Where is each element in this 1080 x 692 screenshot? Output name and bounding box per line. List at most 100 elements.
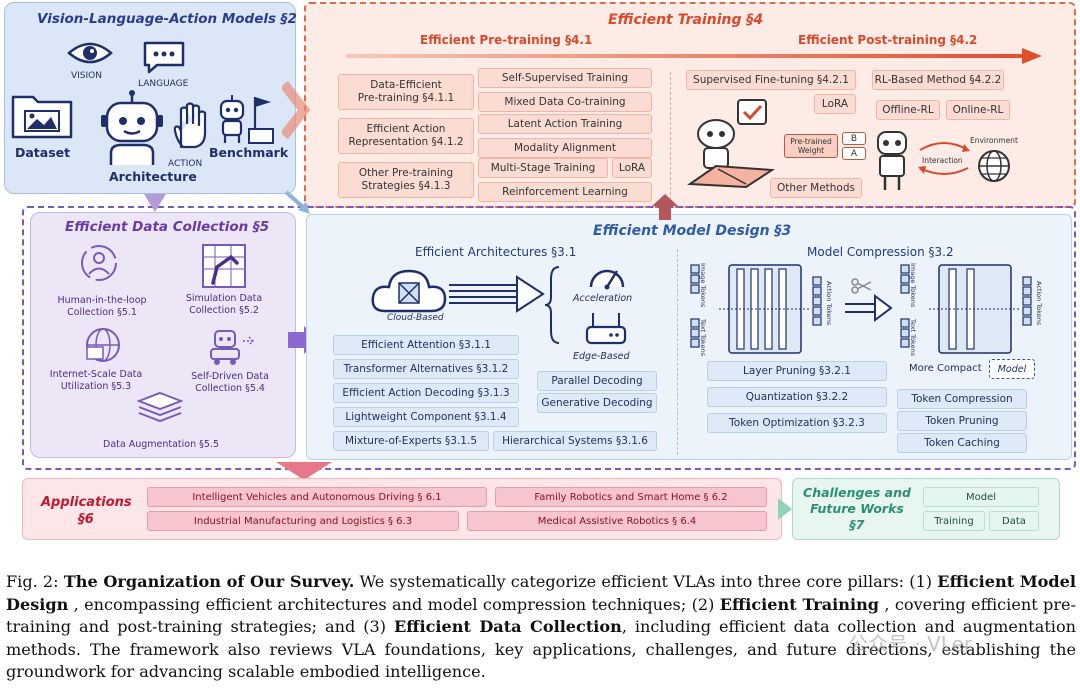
figure-caption: Fig. 2: The Organization of Our Survey. … (6, 571, 1076, 684)
design-to-training-arrow (652, 194, 678, 220)
online-rl: Online-RL (946, 100, 1010, 120)
other-methods: Other Methods (770, 178, 862, 198)
modality-alignment: Modality Alignment (478, 138, 652, 158)
mixture-of-experts: Mixture-of-Experts §3.1.5 (333, 431, 489, 451)
self-driven-robot-icon (210, 330, 255, 365)
design-divider (677, 249, 678, 455)
watermark: 公众号 · VLer (848, 632, 973, 656)
hierarchical-systems: Hierarchical Systems §3.1.6 (493, 431, 657, 451)
challenges-panel: Challenges and Future Works §7 Model Tra… (792, 478, 1060, 540)
caption-text-2: , encompassing efficient architectures a… (68, 594, 720, 614)
latent-action-training: Latent Action Training (478, 114, 652, 134)
caption-text-1: We systematically categorize efficient V… (354, 572, 938, 591)
token-pruning: Token Pruning (897, 411, 1027, 431)
training-divider (670, 72, 671, 200)
vla-title: Vision-Language-Action Models §2 (37, 11, 297, 27)
caption-bold-3: Efficient Training (719, 594, 880, 614)
environment-label: Environment (970, 136, 1018, 145)
data-collection-title: Efficient Data Collection §5 (65, 219, 270, 235)
interaction-arrows (918, 142, 970, 175)
other-pretraining-strategies: Other Pre-training Strategies §4.1.3 (338, 162, 474, 198)
efficient-attention: Efficient Attention §3.1.1 (333, 335, 519, 355)
lora-b-box: B (842, 132, 866, 145)
applications-title: Applications §6 (41, 495, 132, 527)
transformer-alternatives: Transformer Alternatives §3.1.2 (333, 359, 519, 379)
to-challenges-arrow (778, 498, 792, 520)
hand-icon (173, 102, 207, 149)
reading-robot-icon (687, 99, 776, 188)
multi-stage-training: Multi-Stage Training (478, 158, 608, 178)
transformer-stack-full (690, 264, 822, 354)
token-caching: Token Caching (897, 433, 1027, 453)
compress-arrow (845, 294, 893, 322)
vla-to-training-arrow (282, 80, 311, 140)
caption-text-4: , including efficient data collection an… (6, 617, 1077, 681)
compression-title: Model Compression §3.2 (807, 245, 954, 259)
lora-a-box: A (842, 147, 866, 160)
challenge-model: Model (923, 487, 1039, 507)
architectures-title: Efficient Architectures §3.1 (415, 245, 577, 259)
layer-pruning: Layer Pruning §3.2.1 (707, 361, 887, 381)
mixed-data-cotraining: Mixed Data Co-training (478, 92, 652, 112)
compact-model-box: Model (989, 359, 1035, 379)
to-applications-arrow (276, 462, 332, 480)
data-augmentation-label: Data Augmentation §5.5 (103, 439, 219, 450)
core-pillars-frame (22, 206, 1076, 470)
model-design-title: Efficient Model Design §3 (593, 223, 792, 239)
medical-assistive-robotics: Medical Assistive Robotics § 6.4 (467, 511, 767, 531)
speech-bubble-icon (143, 41, 185, 74)
offline-rl: Offline-RL (876, 100, 940, 120)
interaction-label: Interaction (922, 156, 963, 165)
robot-arm-icon (202, 244, 246, 288)
rl-based-method: RL-Based Method §4.2.2 (872, 70, 1004, 90)
model-design-panel: Efficient Model Design §3 Efficient Arch… (306, 214, 1072, 460)
pretraining-lora: LoRA (612, 158, 652, 178)
action-label: ACTION (168, 159, 203, 169)
challenge-data: Data (989, 511, 1039, 531)
generative-decoding: Generative Decoding (537, 393, 657, 413)
text-tokens-label-2: Text Tokens (909, 319, 917, 357)
reinforcement-learning: Reinforcement Learning (478, 182, 652, 202)
router-icon (585, 313, 627, 345)
training-arrow (346, 48, 1042, 64)
posttraining-title: Efficient Post-training §4.2 (798, 33, 978, 47)
training-title: Efficient Training §4 (608, 12, 764, 28)
brace-icon (544, 266, 560, 344)
caption-text-3: , covering efficient pre-training and po… (6, 594, 1076, 637)
vla-panel: Vision-Language-Action Models §2 VISION … (4, 2, 297, 194)
transformer-stack-compact (900, 264, 1032, 354)
self-driven-label: Self-Driven Data Collection §5.4 (191, 371, 269, 394)
action-tokens-label-1: Action Tokens (825, 281, 833, 326)
action-tokens-label-2: Action Tokens (1035, 281, 1043, 326)
pretrained-weight-box: Pre-trained Weight (784, 134, 838, 158)
dataset-folder-icon (11, 95, 73, 139)
benchmark-label: Benchmark (209, 145, 289, 160)
internet-scale-label: Internet-Scale Data Utilization §5.3 (49, 369, 143, 392)
efficient-action-representation: Efficient Action Representation §4.1.2 (338, 118, 474, 154)
vla-to-design-arrow (284, 190, 310, 214)
token-compression: Token Compression (897, 389, 1027, 409)
training-panel: Efficient Training §4 Efficient Pre-trai… (304, 2, 1076, 208)
data-efficient-pretraining: Data-Efficient Pre-training §4.1.1 (338, 74, 474, 110)
globe-icon (978, 150, 1010, 182)
cloud-icon (371, 269, 447, 313)
sft-lora: LoRA (814, 94, 856, 114)
more-compact-label: More Compact (909, 363, 982, 374)
vla-to-collection-arrow (144, 194, 166, 212)
data-collection-panel: Efficient Data Collection §5 Human-in-th… (30, 212, 296, 458)
eye-icon (67, 42, 113, 64)
caption-bold-4: Efficient Data Collection (394, 617, 622, 636)
token-optimization: Token Optimization §3.2.3 (707, 413, 887, 433)
lightweight-component: Lightweight Component §3.1.4 (333, 407, 519, 427)
benchmark-robot-icon (219, 95, 274, 144)
layers-icon (137, 391, 183, 423)
cloud-based-label: Cloud-Based (387, 313, 444, 323)
applications-panel: Applications §6 Intelligent Vehicles and… (22, 478, 782, 540)
acceleration-label: Acceleration (573, 293, 633, 304)
intelligent-vehicles: Intelligent Vehicles and Autonomous Driv… (147, 487, 487, 507)
challenges-title: Challenges and Future Works §7 (803, 485, 911, 532)
caption-bold-2: Efficient Model Design (6, 572, 1077, 614)
self-supervised-training: Self-Supervised Training (478, 68, 652, 88)
parallel-decoding: Parallel Decoding (537, 371, 657, 391)
dataset-label: Dataset (15, 145, 71, 160)
